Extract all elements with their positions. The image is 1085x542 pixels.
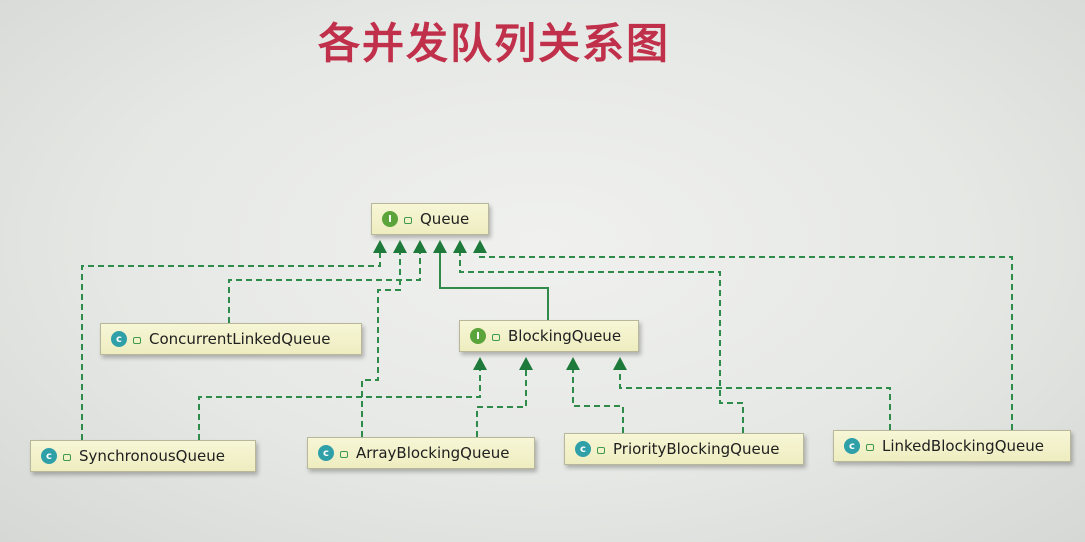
node-label: Queue bbox=[420, 210, 470, 228]
node-array-blocking-queue[interactable]: c ArrayBlockingQueue bbox=[307, 437, 535, 469]
node-label: ArrayBlockingQueue bbox=[356, 444, 510, 462]
visibility-icon bbox=[866, 443, 874, 451]
class-icon: c bbox=[844, 438, 860, 454]
edge-linked-to-blocking bbox=[619, 370, 891, 430]
visibility-icon bbox=[492, 333, 500, 341]
node-label: PriorityBlockingQueue bbox=[613, 440, 780, 458]
class-icon: c bbox=[575, 441, 591, 457]
node-label: SynchronousQueue bbox=[79, 447, 225, 465]
arrowhead-queue-1 bbox=[373, 240, 387, 253]
node-linked-blocking-queue[interactable]: c LinkedBlockingQueue bbox=[833, 430, 1071, 462]
visibility-icon bbox=[404, 216, 412, 224]
visibility-icon bbox=[340, 450, 348, 458]
arrowhead-queue-5 bbox=[453, 240, 467, 253]
arrowhead-queue-2 bbox=[393, 240, 407, 253]
edge-array-to-queue bbox=[361, 252, 401, 437]
edge-array-to-blocking bbox=[476, 370, 527, 437]
arrowhead-blocking-1 bbox=[473, 357, 487, 370]
class-icon: c bbox=[111, 331, 127, 347]
arrowhead-blocking-2 bbox=[519, 357, 533, 370]
visibility-icon bbox=[597, 446, 605, 454]
edge-synchronous-to-blocking bbox=[198, 370, 481, 440]
edge-concurrent-to-queue bbox=[228, 252, 421, 323]
arrowhead-blocking-4 bbox=[613, 357, 627, 370]
interface-icon: I bbox=[382, 211, 398, 227]
node-concurrent-linked-queue[interactable]: c ConcurrentLinkedQueue bbox=[100, 323, 362, 355]
edge-priority-to-queue bbox=[459, 252, 744, 433]
edge-blocking-to-queue bbox=[439, 252, 549, 320]
edge-synchronous-to-queue bbox=[81, 252, 381, 440]
visibility-icon bbox=[63, 453, 71, 461]
arrowhead-blocking-3 bbox=[566, 357, 580, 370]
node-label: LinkedBlockingQueue bbox=[882, 437, 1044, 455]
node-queue[interactable]: I Queue bbox=[371, 203, 489, 235]
edge-priority-to-blocking bbox=[572, 370, 624, 433]
node-synchronous-queue[interactable]: c SynchronousQueue bbox=[30, 440, 256, 472]
diagram-title: 各并发队列关系图 bbox=[318, 19, 671, 68]
node-label: BlockingQueue bbox=[508, 327, 622, 345]
node-priority-blocking-queue[interactable]: c PriorityBlockingQueue bbox=[564, 433, 804, 465]
node-blocking-queue[interactable]: I BlockingQueue bbox=[459, 320, 639, 352]
node-label: ConcurrentLinkedQueue bbox=[149, 330, 331, 348]
arrowhead-queue-3 bbox=[413, 240, 427, 253]
arrowhead-queue-6 bbox=[473, 240, 487, 253]
class-icon: c bbox=[318, 445, 334, 461]
arrowhead-queue-4 bbox=[433, 240, 447, 253]
class-icon: c bbox=[41, 448, 57, 464]
visibility-icon bbox=[133, 336, 141, 344]
interface-icon: I bbox=[470, 328, 486, 344]
